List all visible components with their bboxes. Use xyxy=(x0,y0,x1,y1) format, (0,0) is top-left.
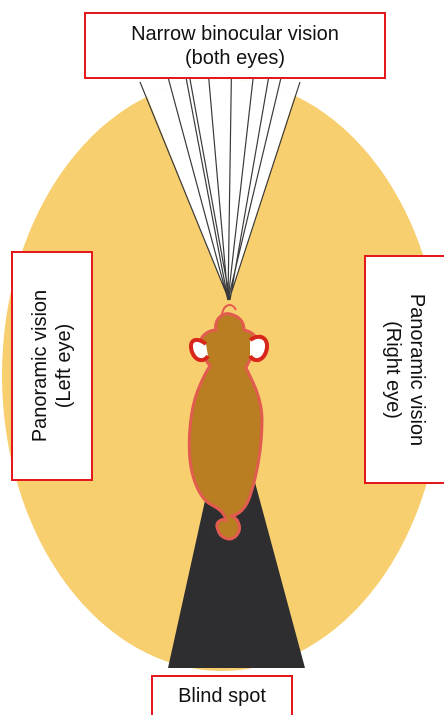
binocular-vision-label: Narrow binocular vision (both eyes) xyxy=(84,12,386,79)
right-eye-label-line1: Panoramic vision xyxy=(405,293,429,445)
left-eye-label-line1: Panoramic vision xyxy=(28,290,52,442)
binocular-vision-label-line1: Narrow binocular vision xyxy=(131,22,339,46)
blind-spot-label-text: Blind spot xyxy=(178,684,266,708)
right-eye-vision-label: Panoramic vision (Right eye) xyxy=(364,255,444,484)
left-eye-vision-label: Panoramic vision (Left eye) xyxy=(11,251,93,481)
left-eye-label-line2: (Left eye) xyxy=(52,324,76,408)
blind-spot-label: Blind spot xyxy=(151,675,293,715)
binocular-vision-label-line2: (both eyes) xyxy=(185,46,285,70)
right-eye-label-line2: (Right eye) xyxy=(381,321,405,419)
